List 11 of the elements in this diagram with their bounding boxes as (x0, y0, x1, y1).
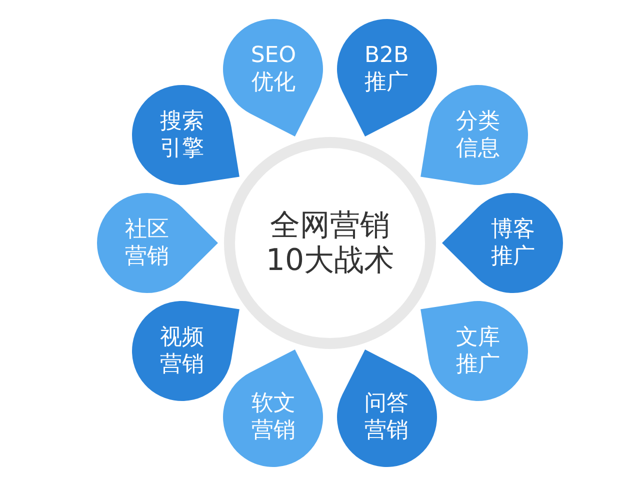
petal-label: 视频营销 (158, 324, 205, 378)
petal-label: 文库推广 (455, 324, 502, 378)
petal-label: 软文营销 (250, 390, 296, 444)
petal-label: 问答营销 (364, 390, 410, 444)
petal-label: 搜索引擎 (158, 108, 205, 162)
petal-label: 分类信息 (455, 108, 502, 162)
center-title: 全网营销10大战术 (264, 208, 396, 278)
petal-label: B2B推广 (363, 42, 410, 96)
petal-label: 社区营销 (124, 216, 170, 270)
petal-label: SEO优化 (250, 42, 298, 96)
petal-label: 博客推广 (490, 216, 536, 270)
